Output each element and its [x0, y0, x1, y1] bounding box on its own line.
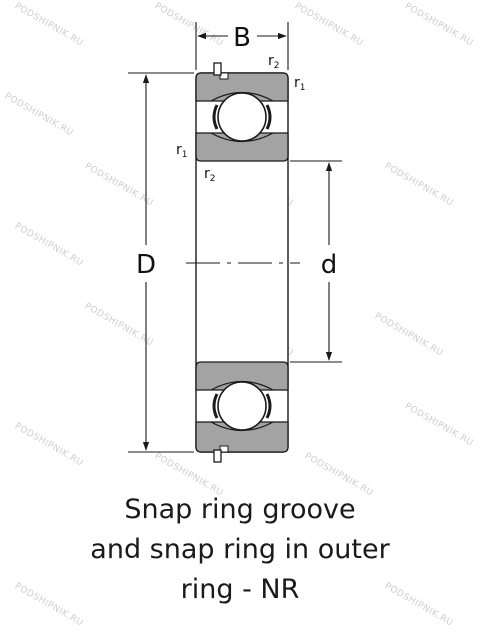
lower-bearing-section — [195, 361, 289, 463]
chamfer-r1-top-label: r1 — [294, 75, 306, 93]
upper-bearing-section — [195, 62, 289, 162]
bearing-diagram: B D d r2 r1 r1 r2 — [128, 22, 342, 463]
ball-lower — [217, 381, 267, 431]
chamfer-r2-inner-label: r2 — [204, 166, 216, 184]
inner-ring-lower — [195, 361, 289, 391]
caption-line-1: Snap ring groove — [124, 494, 356, 525]
chamfer-r2-top-label: r2 — [268, 53, 280, 71]
width-label: B — [233, 23, 251, 53]
outer-ring-top — [195, 72, 289, 102]
seal-right-upper — [265, 104, 272, 130]
snap-ring-groove-bottom — [219, 445, 229, 453]
outer-ring-bottom — [195, 421, 289, 453]
outer-diameter-label: D — [136, 250, 156, 280]
caption-line-2: and snap ring in outer — [90, 534, 390, 565]
chamfer-r1-left-label: r1 — [176, 142, 188, 160]
seal-left-upper — [212, 104, 219, 130]
snap-ring-bottom — [213, 449, 222, 463]
bore-diameter-label: d — [321, 250, 338, 280]
snap-ring-groove — [219, 72, 229, 80]
seal-left-lower — [212, 393, 219, 419]
snap-ring-top — [213, 62, 222, 76]
ball-upper — [217, 92, 267, 142]
seal-right-lower — [265, 393, 272, 419]
inner-ring-upper — [195, 132, 289, 162]
caption-line-3: ring - NR — [180, 574, 300, 605]
